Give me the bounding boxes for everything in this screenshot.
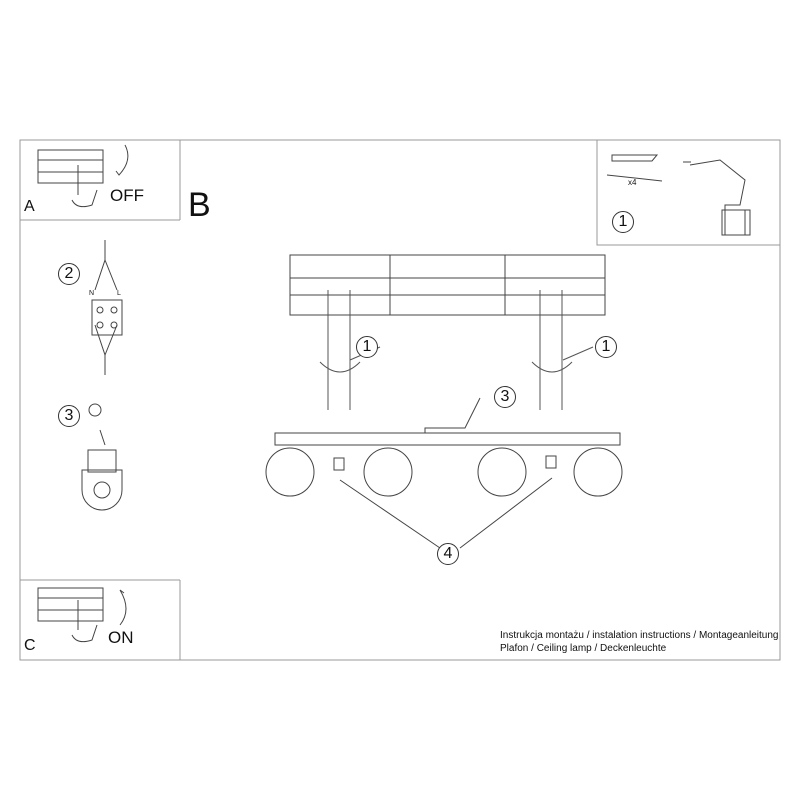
marker-3-side: 3 xyxy=(58,405,80,427)
wire-l-label: L xyxy=(117,290,121,297)
kit-box xyxy=(596,139,781,246)
step-a-letter: A xyxy=(24,198,35,215)
breaker-panel-off-icon xyxy=(37,144,129,208)
marker-4: 4 xyxy=(437,543,459,565)
marker-2: 2 xyxy=(58,263,80,285)
marker-1-right: 1 xyxy=(595,336,617,358)
marker-1-left: 1 xyxy=(356,336,378,358)
dowels-screws-icon xyxy=(606,154,663,182)
sockets xyxy=(333,455,557,549)
earth-terminal-icon xyxy=(81,403,123,511)
globes xyxy=(265,447,623,497)
step-c-label: ON xyxy=(108,628,134,647)
kit-count: x4 xyxy=(628,178,637,187)
step-c-letter: C xyxy=(24,637,36,654)
wiring-connector-icon xyxy=(91,240,123,375)
step-b-letter: B xyxy=(188,186,211,224)
breaker-panel-on-icon xyxy=(37,587,127,643)
lamp-bar xyxy=(274,397,621,446)
caption-line-2: Plafon / Ceiling lamp / Deckenleuchte xyxy=(500,643,667,654)
step-a-label: OFF xyxy=(110,186,144,205)
outer-frame xyxy=(19,139,781,661)
drill-icon xyxy=(683,159,751,236)
marker-3-earth: 3 xyxy=(494,386,516,408)
wire-n-label: N xyxy=(89,290,95,297)
marker-1-kit: 1 xyxy=(612,211,634,233)
ceiling-block xyxy=(289,254,606,316)
caption-line-1: Instrukcja montażu / instalation instruc… xyxy=(500,630,779,641)
